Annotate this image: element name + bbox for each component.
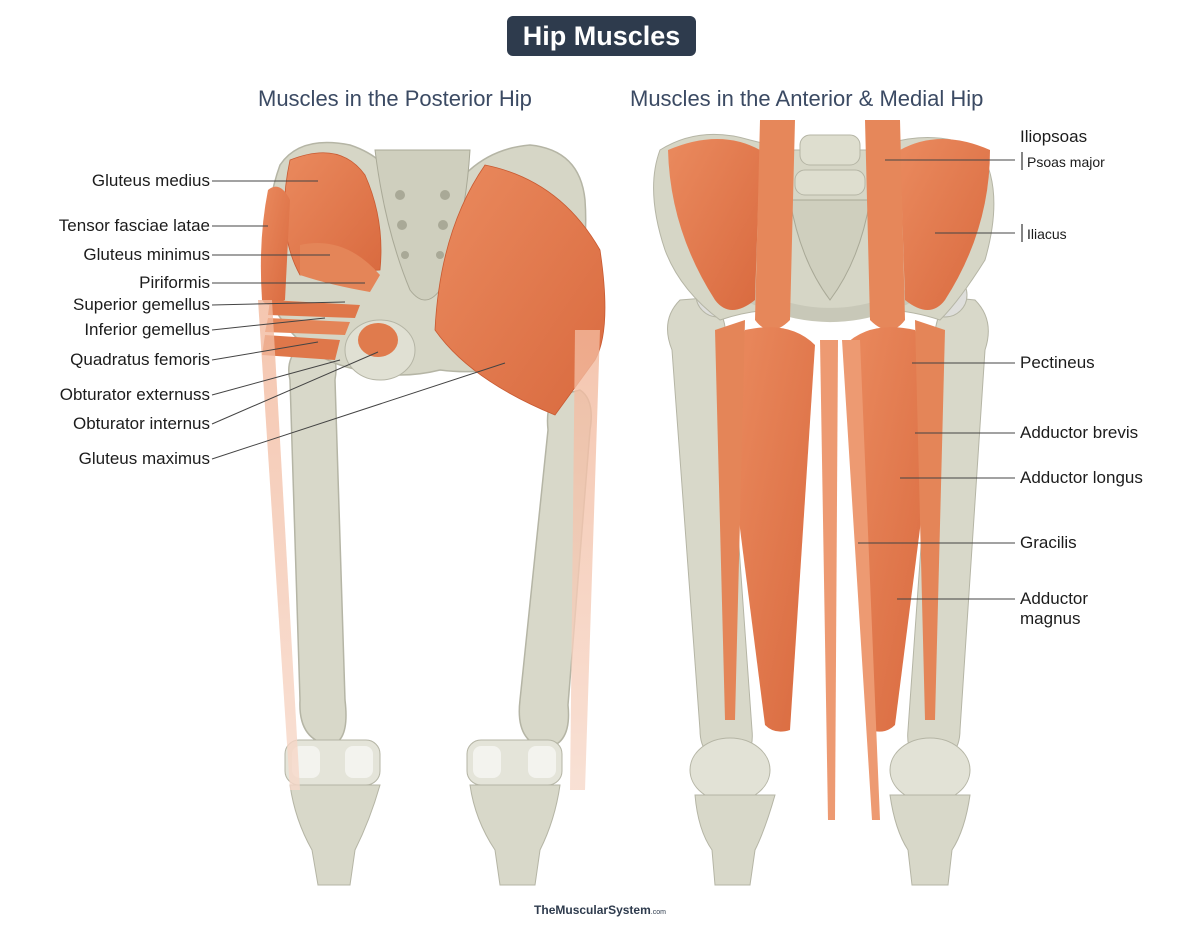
label-piriformis: Piriformis <box>139 273 210 292</box>
footer-brand: TheMuscularSystem.com <box>0 903 1200 917</box>
posterior-leader-lines <box>211 180 506 460</box>
label-gracilis: Gracilis <box>1020 533 1077 552</box>
footer-brand-name: TheMuscularSystem <box>534 903 651 917</box>
label-iliacus: Iliacus <box>1027 226 1067 242</box>
label-superior-gemellus: Superior gemellus <box>72 295 210 314</box>
footer-brand-suffix: .com <box>650 909 666 916</box>
label-gluteus-medius: Gluteus medius <box>91 171 210 190</box>
label-psoas-major: Psoas major <box>1027 154 1105 170</box>
anterior-leader-lines <box>858 159 1015 600</box>
page-title: Hip Muscles <box>507 16 696 56</box>
label-adductor-magnus-line1: Adductor <box>1020 589 1089 608</box>
label-obturator-internus: Obturator internus <box>72 414 210 433</box>
posterior-muscles <box>258 152 606 790</box>
label-adductor-brevis: Adductor brevis <box>1020 423 1139 442</box>
label-pectineus: Pectineus <box>1020 353 1095 372</box>
label-gluteus-minimus: Gluteus minimus <box>83 245 210 264</box>
anterior-view-title: Muscles in the Anterior & Medial Hip <box>630 86 984 111</box>
label-adductor-magnus-line2: magnus <box>1020 609 1081 628</box>
label-obturator-externuss: Obturator externuss <box>59 385 210 404</box>
label-iliopsoas: Iliopsoas <box>1020 127 1088 146</box>
label-inferior-gemellus: Inferior gemellus <box>84 320 210 339</box>
label-adductor-longus: Adductor longus <box>1020 468 1143 487</box>
label-gluteus-maximus: Gluteus maximus <box>78 449 210 468</box>
posterior-view-title: Muscles in the Posterior Hip <box>258 86 532 111</box>
label-quadratus-femoris: Quadratus femoris <box>70 350 210 369</box>
label-tensor-fasciae-latae: Tensor fasciae latae <box>58 216 210 235</box>
anterior-muscles <box>668 120 990 820</box>
